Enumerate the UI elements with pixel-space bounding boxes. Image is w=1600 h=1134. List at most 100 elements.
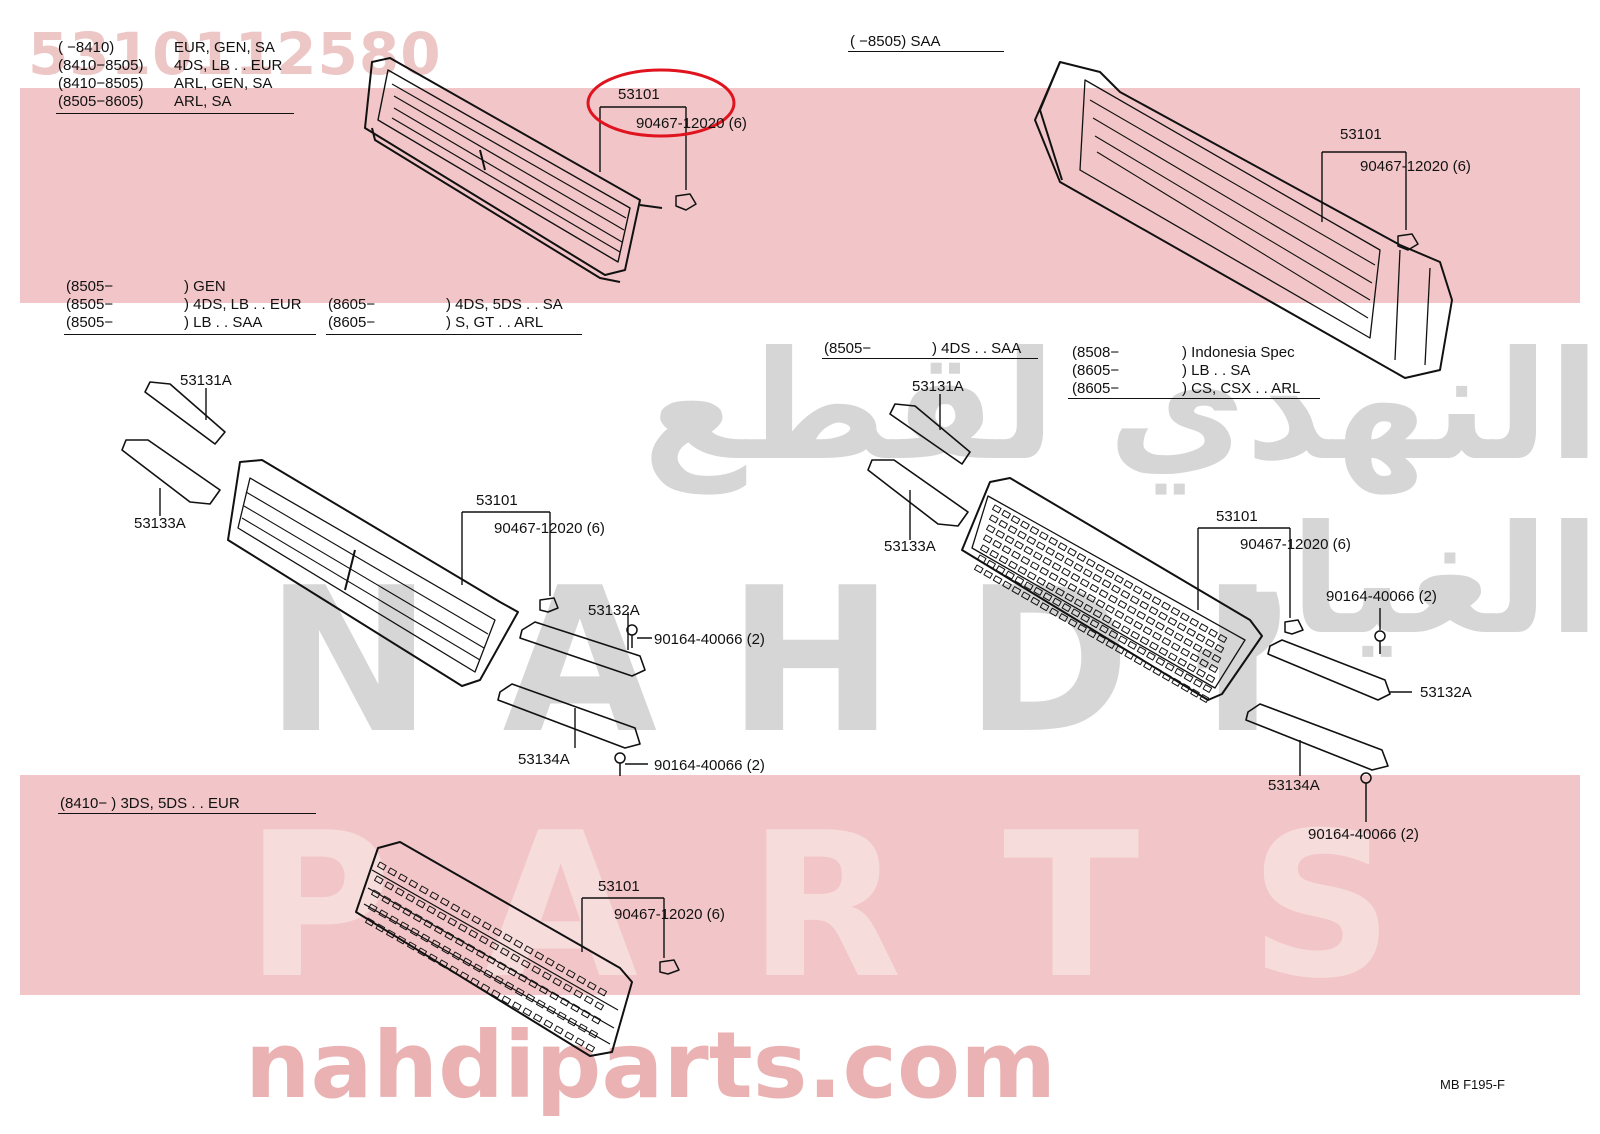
mesh-cell — [1042, 556, 1052, 566]
mesh-cell — [1105, 604, 1115, 614]
mesh-cell — [1167, 652, 1178, 662]
part-number-lower-bracket[interactable]: 53133A — [134, 515, 186, 532]
condition-block-mid-right-b: (8508−) Indonesia Spec (8605−) LB . . SA… — [1072, 344, 1300, 398]
mesh-cell — [1139, 600, 1149, 610]
mesh-cell — [564, 1031, 575, 1041]
mesh-cell — [1033, 586, 1043, 596]
mesh-cell — [1211, 654, 1222, 663]
mesh-cell — [470, 977, 480, 987]
mesh-cell — [555, 963, 566, 973]
mesh-cell — [1199, 658, 1209, 668]
part-number-lower-bracket[interactable]: 53133A — [884, 538, 936, 555]
watermark-band-top — [20, 88, 1580, 303]
part-number-clip[interactable]: 90467-12020 (6) — [614, 906, 725, 923]
mesh-cell — [1070, 608, 1081, 618]
condition-block-mid-left-a: (8505−) GEN (8505−) 4DS, LB . . EUR (850… — [66, 278, 302, 332]
part-number-grille[interactable]: 53101 — [476, 492, 518, 509]
condition-row: (8505−) GEN — [66, 278, 226, 295]
part-number-upper-bracket[interactable]: 53131A — [180, 372, 232, 389]
mesh-cell — [1089, 583, 1099, 593]
mesh-cell — [594, 1001, 605, 1011]
part-number-bottom-bracket[interactable]: 53134A — [518, 751, 570, 768]
mesh-cell — [992, 504, 1002, 514]
part-number-clip[interactable]: 90467-12020 (6) — [636, 115, 747, 132]
part-number-side-bracket[interactable]: 53132A — [588, 602, 640, 619]
part-number-clip[interactable]: 90467-12020 (6) — [1360, 158, 1471, 175]
mesh-cell — [386, 929, 396, 939]
mesh-cell — [992, 575, 1003, 585]
mesh-cell — [1180, 683, 1191, 693]
part-number-clip[interactable]: 90467-12020 (6) — [1240, 536, 1351, 553]
mesh-cell — [522, 1007, 533, 1017]
mesh-cell — [365, 917, 375, 927]
part-number-bottom-bracket[interactable]: 53134A — [1268, 777, 1320, 794]
mesh-cell — [1095, 563, 1105, 573]
mesh-cell — [1127, 640, 1137, 650]
part-number-clip[interactable]: 90467-12020 (6) — [494, 520, 605, 537]
mesh-cell — [449, 965, 459, 975]
mesh-cell — [1177, 657, 1187, 667]
mesh-cell — [528, 979, 539, 989]
condition-underline — [58, 813, 316, 814]
part-number-screw[interactable]: 90164-40066 (2) — [654, 631, 765, 648]
part-number-side-bracket[interactable]: 53132A — [1420, 684, 1472, 701]
mesh-cell — [1192, 643, 1203, 653]
mesh-cell — [998, 555, 1009, 565]
mesh-cell — [1180, 647, 1190, 657]
mesh-cell — [986, 559, 996, 569]
grille-mid-left — [227, 459, 519, 687]
mesh-cell — [1198, 623, 1209, 633]
part-number-grille[interactable]: 53101 — [618, 86, 660, 103]
part-number-screw[interactable]: 90164-40066 (2) — [654, 757, 765, 774]
mesh-cell — [1133, 585, 1143, 595]
mesh-cell — [1014, 540, 1024, 550]
condition-row: ( −8410)EUR, GEN, SA — [58, 39, 275, 56]
mesh-cell — [1123, 615, 1134, 625]
condition-row: (8605−) LB . . SA — [1072, 362, 1251, 379]
mesh-cell — [1202, 684, 1213, 693]
part-number-grille[interactable]: 53101 — [1216, 508, 1258, 525]
mesh-cell — [1161, 601, 1171, 611]
mesh-cell — [419, 885, 429, 895]
mesh-cell — [1189, 617, 1199, 627]
mesh-cell — [1155, 621, 1165, 631]
mesh-cell — [510, 953, 521, 963]
mesh-cell — [1077, 588, 1087, 598]
mesh-cell — [371, 889, 381, 899]
mesh-cell — [559, 997, 570, 1007]
mesh-cell — [525, 993, 536, 1003]
mesh-cell — [542, 971, 552, 981]
mesh-cell — [1020, 591, 1031, 601]
mesh-cell — [1108, 630, 1119, 639]
condition-row: (8410−8505)ARL, GEN, SA — [58, 75, 273, 92]
part-number-grille[interactable]: 53101 — [1340, 126, 1382, 143]
mesh-cell — [1176, 622, 1187, 632]
mesh-cell — [1146, 651, 1156, 661]
mesh-cell — [1114, 610, 1125, 619]
fasteners — [539, 193, 1419, 975]
part-number-screw[interactable]: 90164-40066 (2) — [1326, 588, 1437, 605]
mesh-cell — [465, 943, 476, 953]
mesh-cell — [398, 873, 408, 883]
mesh-cell — [1052, 597, 1062, 607]
mesh-cell — [413, 913, 423, 923]
mesh-cell — [1120, 590, 1131, 599]
part-number-screw[interactable]: 90164-40066 (2) — [1308, 826, 1419, 843]
mesh-cell — [588, 1029, 599, 1039]
mesh-cell — [1030, 596, 1040, 606]
mesh-cell — [995, 565, 1006, 575]
mesh-cell — [377, 861, 387, 871]
mesh-cell — [504, 981, 515, 991]
part-number-upper-bracket[interactable]: 53131A — [912, 378, 964, 395]
mesh-cell — [1152, 631, 1162, 641]
mesh-cell — [1118, 635, 1128, 645]
mesh-cell — [1162, 672, 1172, 682]
part-number-grille[interactable]: 53101 — [598, 878, 640, 895]
mesh-cell — [1133, 620, 1143, 630]
mesh-cell — [1214, 644, 1225, 653]
mesh-cell — [1117, 600, 1128, 609]
mesh-cell — [473, 963, 483, 973]
condition-underline — [848, 51, 1004, 52]
